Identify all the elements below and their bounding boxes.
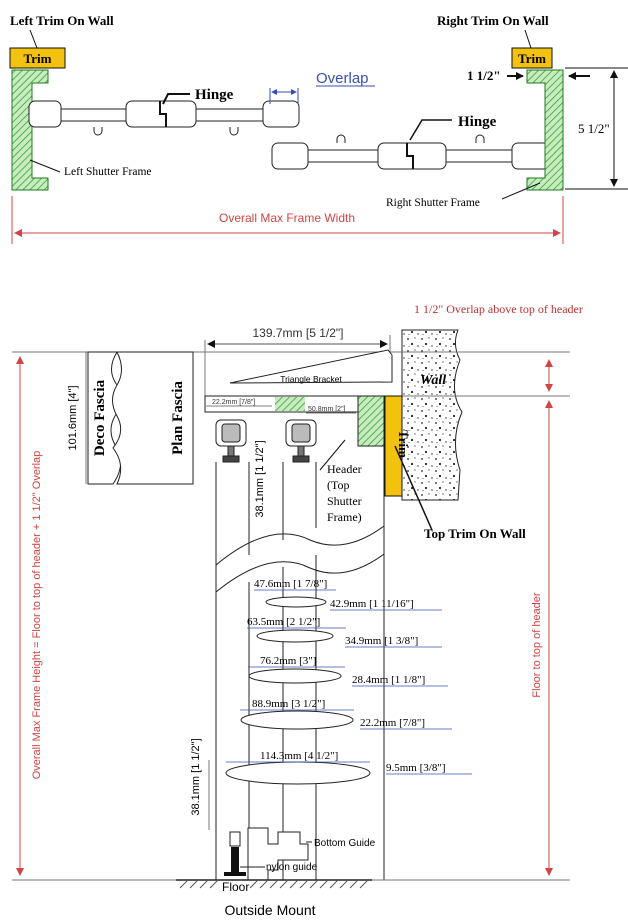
left-trim-block [9, 47, 66, 69]
right-panel-chain [271, 134, 551, 170]
shutter-panels [215, 396, 385, 880]
right-trim-on-wall-label: Right Trim On Wall [437, 13, 549, 28]
right-shutter-frame-label: Right Shutter Frame [386, 197, 480, 209]
overall-max-frame-height-label: Overall Max Frame Height = Floor to top … [31, 451, 43, 780]
left-panel-chain [28, 100, 300, 136]
dim-5-1-2-label: 5 1/2" [578, 121, 610, 136]
dim-22-2-top-label: 22.2mm [7/8"] [212, 399, 255, 406]
nylon-guide-label: nylon guide [266, 862, 318, 873]
header-label: Header (Top Shutter Frame) [327, 462, 365, 524]
hinge-pointer-left [162, 93, 190, 105]
plan-fascia-label: Plan Fascia [170, 381, 186, 455]
top-trim-on-wall-label: Top Trim On Wall [424, 526, 526, 541]
panel-1-width: 63.5mm [2 1/2"] [247, 616, 320, 628]
left-trim-label: Trim [24, 51, 52, 66]
dim-101-6-label: 101.6mm [4"] [67, 385, 79, 450]
right-trim-label: Trim [518, 51, 546, 66]
floor-to-top-of-header-label: Floor to top of header [531, 592, 543, 698]
panel-0-thickness: 42.9mm [1 11/16"] [330, 598, 414, 610]
panel-4-thickness: 9.5mm [3/8"] [386, 762, 446, 774]
top-plan-view: Left Trim On Wall Trim Left Shutter Fram… [9, 13, 628, 244]
right-trim-block [511, 47, 553, 69]
left-shutter-frame-label: Left Shutter Frame [64, 166, 152, 178]
side-elevation-view: 1 1/2" Overlap above top of header Wall … [12, 302, 583, 918]
triangle-bracket [229, 349, 393, 384]
wall-label: Wall [420, 373, 446, 388]
floor-label: Floor [222, 880, 249, 894]
bottom-guide-label: Bottom Guide [314, 838, 376, 849]
overlap-label: Overlap [316, 70, 369, 87]
dim-38-1-top-label: 38.1mm [1 1/2"] [254, 440, 266, 517]
panel-1-thickness: 34.9mm [1 3/8"] [345, 635, 418, 647]
dim-1-1-2-label: 1 1/2" [467, 68, 501, 83]
outside-mount-label: Outside Mount [224, 902, 315, 918]
left-shutter-frame [11, 69, 49, 191]
triangle-bracket-label: Triangle Bracket [280, 374, 342, 384]
overlap-above-header-label: 1 1/2" Overlap above top of header [414, 302, 583, 316]
wall-section [401, 329, 463, 501]
dim-38-1-bottom-label: 38.1mm [1 1/2"] [190, 738, 202, 815]
dim-50-8-label: 50.8mm [2"] [308, 406, 346, 413]
top-trim-block [384, 395, 403, 497]
overall-max-frame-width-label: Overall Max Frame Width [219, 211, 355, 225]
hinge-label-right: Hinge [458, 114, 497, 130]
top-rollers [215, 419, 317, 463]
top-trim-label: Trim [396, 430, 411, 458]
hinge-label-left: Hinge [195, 87, 234, 103]
dim-139-7-label: 139.7mm [5 1/2"] [253, 326, 344, 340]
nylon-guide [231, 847, 239, 873]
panel-2-thickness: 28.4mm [1 1/8"] [352, 674, 425, 686]
deco-fascia-label: Deco Fascia [92, 379, 108, 456]
right-shutter-frame [526, 69, 564, 191]
panel-4-width: 114.3mm [4 1/2"] [260, 750, 338, 762]
panel-3-thickness: 22.2mm [7/8"] [360, 717, 425, 729]
panel-3-width: 88.9mm [3 1/2"] [252, 698, 325, 710]
panel-0-width: 47.6mm [1 7/8"] [254, 578, 327, 590]
louver-dimensions: 47.6mm [1 7/8"] 42.9mm [1 11/16"] 63.5mm… [226, 578, 472, 775]
plan-fascia [112, 351, 194, 485]
floor-hatch [179, 879, 369, 889]
panel-2-width: 76.2mm [3"] [260, 655, 316, 667]
hinge-pointer-right [409, 119, 452, 141]
left-trim-on-wall-label: Left Trim On Wall [10, 13, 114, 28]
